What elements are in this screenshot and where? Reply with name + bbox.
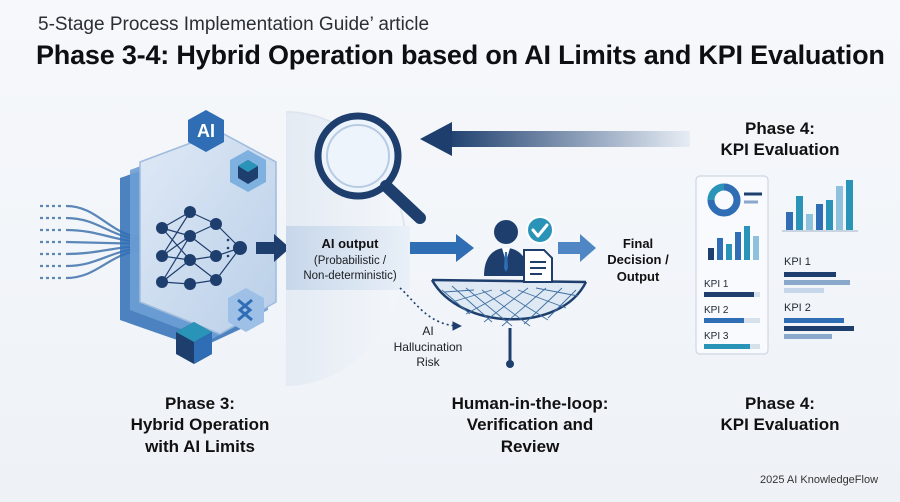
- kpi-panel-label-3: KPI 3: [704, 331, 729, 342]
- cube-icon-top: [230, 150, 266, 192]
- footer-credit: 2025 AI KnowledgeFlow: [760, 474, 879, 486]
- kpi-side-label-2: KPI 2: [784, 302, 811, 314]
- final-decision-label: Final Decision / Output: [607, 236, 669, 284]
- feedback-arrow-head: [420, 122, 452, 156]
- phase3-label: Phase 3: Hybrid Operation with AI Limits: [130, 394, 270, 456]
- feedback-arrow-body: [446, 131, 690, 147]
- arrow-output-to-human: [410, 234, 474, 262]
- hallucination-risk-label: AI Hallucination Risk: [393, 324, 463, 370]
- document-icon: [523, 249, 553, 283]
- check-badge-icon: [526, 216, 554, 244]
- ai-processor-block: [120, 131, 277, 348]
- arrow-human-to-final: [558, 234, 596, 262]
- donut-chart-icon: [707, 183, 762, 217]
- kpi-bar-chart: [782, 180, 858, 232]
- kpi-panel-label-2: KPI 2: [704, 305, 729, 316]
- kpi-dashboard-panel: [695, 175, 769, 355]
- ai-output-subtitle: (Probabilistic / Non-deterministic): [303, 255, 397, 282]
- phase4-top-label: Phase 4: KPI Evaluation: [720, 119, 840, 160]
- cube-icon-bottom: [176, 322, 212, 364]
- reviewer-person-icon: [484, 220, 528, 276]
- mini-bar-chart: [708, 226, 759, 260]
- ai-badge-icon: [188, 110, 224, 152]
- neural-nodes: [156, 206, 247, 290]
- magnifier-icon: [314, 112, 426, 224]
- kpi1-horizontal-bars: [784, 272, 850, 293]
- page-title: Phase 3-4: Hybrid Operation based on AI …: [36, 40, 885, 70]
- ai-badge-text: AI: [197, 121, 215, 141]
- kpi2-horizontal-bars: [784, 318, 854, 339]
- ai-output-title: AI output: [321, 236, 379, 251]
- safety-net-icon: [430, 278, 588, 368]
- code-icon: [228, 288, 264, 332]
- human-in-the-loop-label: Human-in-the-loop: Verification and Revi…: [451, 394, 609, 456]
- kpi-progress-bars: [704, 292, 760, 349]
- arrow-ai-to-output: [256, 234, 290, 262]
- hallucination-arrow: [399, 287, 462, 331]
- article-subtitle: 5-Stage Process Implementation Guide’ ar…: [38, 14, 430, 35]
- phase4-bottom-label: Phase 4: KPI Evaluation: [720, 394, 840, 435]
- ai-output-band: [286, 226, 410, 290]
- kpi-side-label-1: KPI 1: [784, 256, 811, 268]
- kpi-panel-label-1: KPI 1: [704, 279, 729, 290]
